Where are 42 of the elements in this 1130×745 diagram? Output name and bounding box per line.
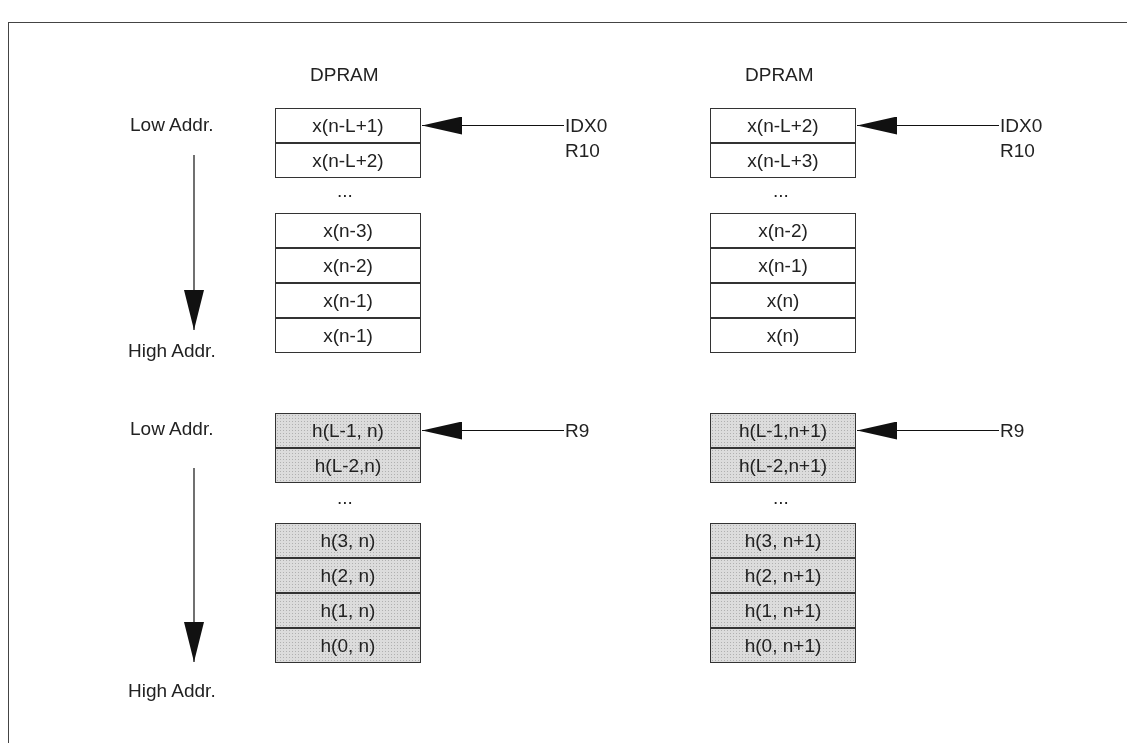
memory-cell: x(n-L+2): [275, 143, 421, 178]
ellipsis: ...: [773, 487, 789, 509]
arrow: [856, 421, 1000, 440]
ellipsis: ...: [337, 487, 353, 509]
memory-cell: h(L-1, n): [275, 413, 421, 448]
address-label: Low Addr.: [130, 418, 214, 440]
memory-cell: h(1, n+1): [710, 593, 856, 628]
ellipsis: ...: [773, 180, 789, 202]
memory-cell: x(n-2): [275, 248, 421, 283]
ellipsis: ...: [337, 180, 353, 202]
memory-cell: h(2, n): [275, 558, 421, 593]
address-label: High Addr.: [128, 340, 216, 362]
address-label: Low Addr.: [130, 114, 214, 136]
memory-cell: x(n-L+2): [710, 108, 856, 143]
address-label: High Addr.: [128, 680, 216, 702]
register-label: IDX0 R10: [1000, 113, 1043, 163]
memory-cell: h(L-1,n+1): [710, 413, 856, 448]
register-label: R9: [1000, 418, 1025, 443]
memory-title: DPRAM: [745, 64, 814, 86]
arrow: [856, 116, 1000, 135]
memory-cell: h(0, n): [275, 628, 421, 663]
memory-cell: x(n-L+1): [275, 108, 421, 143]
arrow: [421, 116, 565, 135]
memory-cell: x(n-1): [710, 248, 856, 283]
memory-cell: h(3, n): [275, 523, 421, 558]
memory-cell: x(n-1): [275, 318, 421, 353]
memory-cell: x(n-1): [275, 283, 421, 318]
arrow: [421, 421, 565, 440]
register-label: R9: [565, 418, 590, 443]
memory-cell: x(n): [710, 318, 856, 353]
memory-cell: x(n-3): [275, 213, 421, 248]
memory-cell: h(L-2,n+1): [710, 448, 856, 483]
memory-cell: h(0, n+1): [710, 628, 856, 663]
memory-cell: h(1, n): [275, 593, 421, 628]
memory-cell: h(2, n+1): [710, 558, 856, 593]
register-label: IDX0 R10: [565, 113, 608, 163]
memory-cell: x(n): [710, 283, 856, 318]
memory-title: DPRAM: [310, 64, 379, 86]
memory-cell: h(3, n+1): [710, 523, 856, 558]
memory-cell: h(L-2,n): [275, 448, 421, 483]
memory-cell: x(n-L+3): [710, 143, 856, 178]
memory-cell: x(n-2): [710, 213, 856, 248]
